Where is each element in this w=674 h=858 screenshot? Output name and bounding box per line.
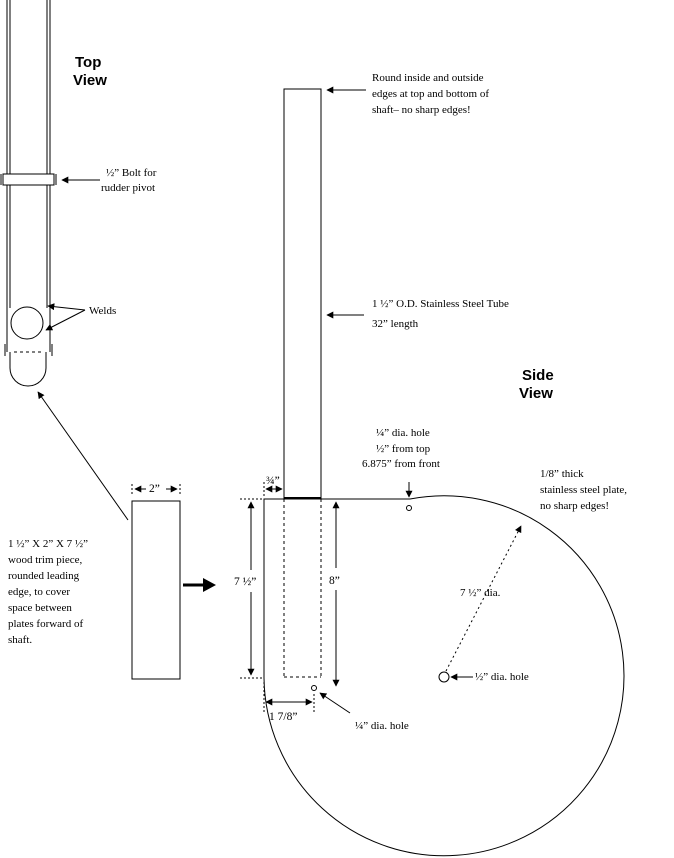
bottom-hole-label: ¼” dia. hole (355, 720, 409, 732)
dim-one-seven-eighths: 1 7/8” (269, 711, 297, 723)
plate-note-line2: stainless steel plate, (540, 484, 627, 496)
dim-eight: 8” (329, 575, 340, 587)
top-view-title-line1: Top (75, 54, 101, 71)
tube-label-line1: 1 ½” O.D. Stainless Steel Tube (372, 298, 509, 310)
plate-note-line3: no sharp edges! (540, 500, 609, 512)
steel-tube (283, 88, 322, 500)
half-inch-pivot-hole (438, 671, 450, 683)
side-view-drawing (240, 86, 625, 857)
tube-cross-section (10, 306, 44, 340)
tube-label-line2: 32” length (372, 318, 419, 330)
half-hole-label: ½” dia. hole (475, 671, 529, 683)
wood-trim-end (9, 352, 47, 387)
side-view-title-line1: Side (522, 367, 554, 384)
plate-diameter-label: 7 ½” dia. (460, 587, 501, 599)
top-hole-line2: ½” from top (376, 443, 431, 455)
trim-note-line5: space between (8, 602, 72, 614)
wood-trim-piece (131, 484, 181, 680)
rudder-bolt (2, 173, 55, 186)
plate-note-line1: 1/8” thick (540, 468, 584, 480)
round-note-line1: Round inside and outside (372, 72, 484, 84)
bottom-quarter-inch-hole (311, 685, 317, 691)
trim-width-dim: 2” (149, 483, 160, 495)
trim-note-line7: shaft. (8, 634, 32, 646)
top-view-title-line2: View (73, 72, 107, 89)
welds-label: Welds (89, 305, 116, 317)
top-view-drawing (0, 0, 129, 521)
assembly-arrow (183, 578, 216, 592)
dim-seven-and-half: 7 ½” (234, 576, 256, 588)
round-note-line2: edges at top and bottom of (372, 88, 489, 100)
trim-note-line4: edge, to cover (8, 586, 70, 598)
bolt-label-line1: ½” Bolt for (106, 167, 157, 179)
side-view-title-line2: View (519, 385, 553, 402)
top-hole-line1: ¼” dia. hole (376, 427, 430, 439)
dim-three-quarter: ¾” (266, 475, 280, 487)
trim-note-line6: plates forward of (8, 618, 83, 630)
trim-note-line1: 1 ½” X 2” X 7 ½” (8, 538, 88, 550)
steel-plate-outline (263, 495, 625, 857)
trim-note-line3: rounded leading (8, 570, 80, 582)
bolt-label-line2: rudder pivot (101, 182, 155, 194)
top-quarter-inch-hole (406, 505, 412, 511)
top-hole-line3: 6.875” from front (362, 458, 440, 470)
round-note-line3: shaft– no sharp edges! (372, 104, 471, 116)
trim-note-line2: wood trim piece, (8, 554, 82, 566)
